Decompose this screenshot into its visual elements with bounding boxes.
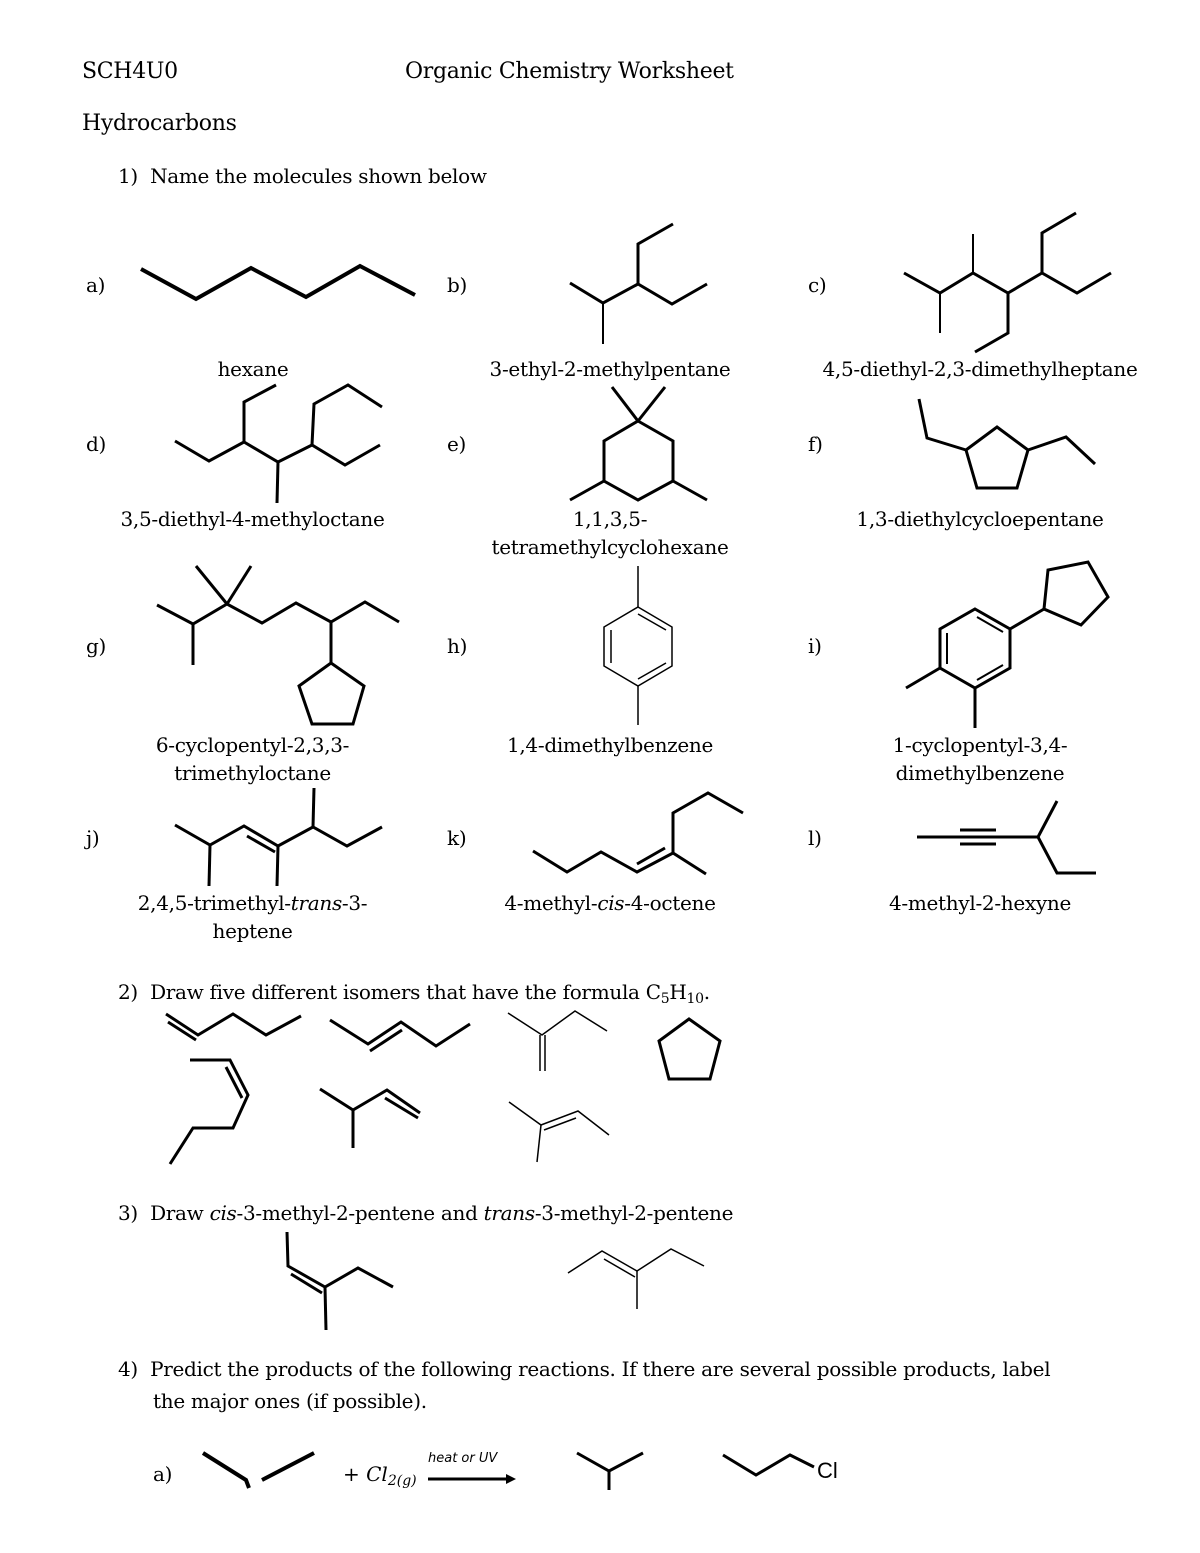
answer-j-pre: 2,4,5-trimethyl- — [137, 891, 291, 915]
isomer-2-pentene — [329, 1018, 471, 1053]
answer-j-line1: 2,4,5-trimethyl-trans-3- — [100, 889, 405, 917]
question-number: 3) — [118, 1201, 138, 1225]
answer-k-italic: cis — [597, 891, 625, 915]
isomer-2-methyl-2-butene — [508, 1101, 610, 1163]
structure-i — [905, 560, 1110, 728]
answer-e-line1: 1,1,3,5- — [572, 507, 648, 531]
structure-j — [174, 787, 383, 887]
item-letter-e: e) — [447, 432, 467, 456]
product-1-chloropropane — [722, 1453, 815, 1477]
question-prompt-line1: Predict the products of the following re… — [150, 1357, 1051, 1381]
product-2-chloropropane — [576, 1451, 644, 1490]
answer-j-line2: heptene — [212, 919, 293, 943]
answer-d: 3,5-diethyl-4-methyloctane — [120, 507, 385, 531]
question-1: 1) Name the molecules shown below — [118, 162, 487, 190]
structure-a-hexane — [140, 263, 416, 302]
answer-b: 3-ethyl-2-methylpentane — [489, 357, 731, 381]
structure-b — [569, 222, 708, 344]
question-4-line2: the major ones (if possible). — [153, 1389, 427, 1413]
answer-j-post: -3- — [341, 891, 368, 915]
cis-3-methyl-2-pentene — [285, 1231, 394, 1331]
answer-g-line1: 6-cyclopentyl-2,3,3- — [155, 733, 350, 757]
chlorine-label: Cl — [817, 1458, 838, 1483]
reaction-condition: heat or UV — [428, 1451, 498, 1466]
prompt-post: -3-methyl-2-pentene — [534, 1201, 734, 1225]
item-letter-k: k) — [447, 826, 467, 850]
isomer-1-pentene — [165, 1012, 302, 1042]
item-letter-j: j) — [86, 826, 100, 850]
cis-label: cis — [209, 1201, 237, 1225]
trans-3-methyl-2-pentene — [567, 1248, 705, 1309]
isomer-3-methyl-1-butene — [319, 1087, 421, 1148]
structure-g — [156, 565, 400, 726]
formula-h-subscript: 10 — [686, 991, 705, 1007]
question-4: 4) Predict the products of the following… — [118, 1355, 1051, 1383]
answer-k-pre: 4-methyl- — [504, 891, 598, 915]
question-2: 2) Draw five different isomers that have… — [118, 978, 710, 1013]
answer-a: hexane — [217, 357, 289, 381]
item-letter-i: i) — [808, 634, 822, 658]
answer-f: 1,3-diethylcycloepentane — [856, 507, 1104, 531]
reagent-subscript: 2(g) — [387, 1473, 417, 1489]
reaction-arrow — [428, 1474, 516, 1484]
answer-c: 4,5-diethyl-2,3-dimethylheptane — [822, 357, 1138, 381]
answer-e-line2: tetramethylcyclohexane — [491, 535, 729, 559]
item-letter-a: a) — [86, 273, 106, 297]
question-number: 1) — [118, 164, 138, 188]
item-letter-h: h) — [447, 634, 468, 658]
isomer-cis-2-pentene — [168, 1058, 250, 1165]
answer-j-italic: trans — [290, 891, 342, 915]
item-letter-c: c) — [808, 273, 827, 297]
item-letter-f: f) — [808, 432, 823, 456]
structure-h — [603, 566, 673, 725]
structure-c — [903, 211, 1112, 354]
answer-i-line2: dimethylbenzene — [895, 761, 1065, 785]
question-number: 4) — [118, 1357, 138, 1381]
structure-d — [174, 383, 383, 504]
answer-i-line1: 1-cyclopentyl-3,4- — [892, 733, 1068, 757]
structure-f — [917, 398, 1097, 490]
reagent: + Cl2(g) — [343, 1462, 417, 1489]
question-prompt: Name the molecules shown below — [150, 164, 487, 188]
page-title: Organic Chemistry Worksheet — [405, 59, 734, 84]
question-number: 2) — [118, 980, 138, 1004]
question-3: 3) Draw cis-3-methyl-2-pentene and trans… — [118, 1199, 733, 1227]
structure-e — [569, 386, 708, 502]
answer-h: 1,4-dimethylbenzene — [506, 733, 714, 757]
reagent-text: + Cl — [343, 1462, 388, 1486]
item-letter-d: d) — [86, 432, 107, 456]
item-letter-g: g) — [86, 634, 107, 658]
answer-g-line2: trimethyloctane — [174, 761, 331, 785]
isomer-cyclopentane — [657, 1017, 722, 1081]
answer-l: 4-methyl-2-hexyne — [888, 891, 1072, 915]
formula-end: . — [703, 980, 710, 1004]
structure-l — [917, 800, 1096, 875]
prompt-pre: Draw — [150, 1201, 210, 1225]
trans-label: trans — [483, 1201, 535, 1225]
reaction-letter-a: a) — [153, 1462, 173, 1486]
prompt-mid: -3-methyl-2-pentene and — [236, 1201, 484, 1225]
section-heading: Hydrocarbons — [82, 111, 237, 136]
item-letter-l: l) — [808, 826, 822, 850]
answer-k: 4-methyl-cis-4-octene — [460, 889, 760, 917]
formula-c-subscript: 5 — [660, 991, 670, 1007]
question-prompt: Draw five different isomers that have th… — [150, 980, 661, 1004]
isomer-2-methyl-1-butene — [507, 1010, 608, 1071]
item-letter-b: b) — [447, 273, 468, 297]
course-code: SCH4U0 — [82, 59, 178, 84]
formula-h: H — [669, 980, 687, 1004]
structure-k — [532, 791, 744, 876]
reactant-propane — [201, 1451, 315, 1489]
answer-k-post: -4-octene — [624, 891, 716, 915]
